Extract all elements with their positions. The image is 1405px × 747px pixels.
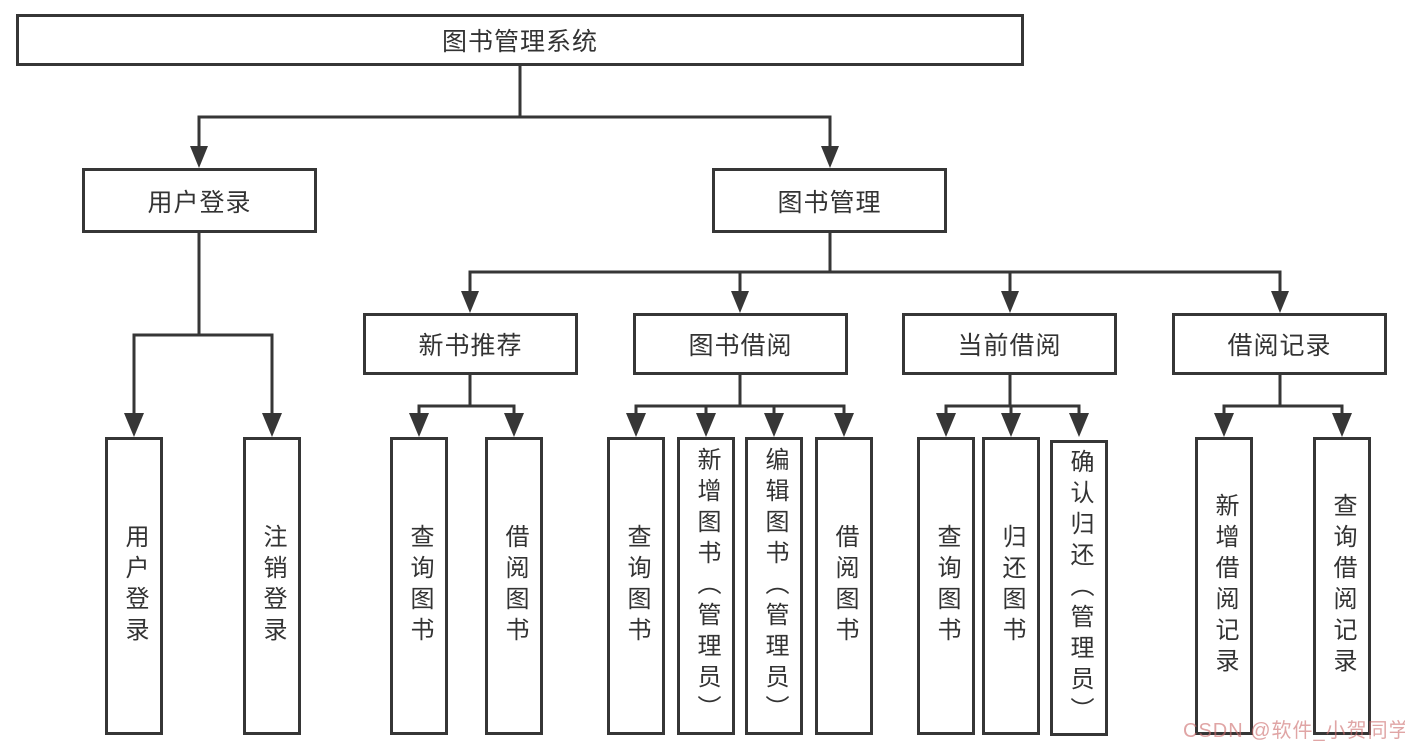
node-borrowing-records: 借阅记录 — [1172, 313, 1387, 375]
node-root-library-system: 图书管理系统 — [16, 14, 1024, 66]
leaf-current-query-books: 查询图书 — [917, 437, 975, 735]
leaf-borrowing-borrow-books: 借阅图书 — [815, 437, 873, 735]
arrowhead-icons — [124, 146, 1352, 437]
node-current-borrowing: 当前借阅 — [902, 313, 1117, 375]
leaf-current-confirm-return-admin: 确认归还（管理员） — [1050, 440, 1108, 736]
csdn-watermark: CSDN @软件_小贺同学 — [1183, 720, 1405, 742]
leaf-newbooks-query-books: 查询图书 — [390, 437, 448, 735]
leaf-newbooks-borrow-books: 借阅图书 — [485, 437, 543, 735]
leaf-records-add-record: 新增借阅记录 — [1195, 437, 1253, 735]
leaf-borrowing-query-books: 查询图书 — [607, 437, 665, 735]
node-book-borrowing: 图书借阅 — [633, 313, 848, 375]
node-book-management: 图书管理 — [712, 168, 947, 233]
leaf-current-return-books: 归还图书 — [982, 437, 1040, 735]
leaf-logout: 注销登录 — [243, 437, 301, 735]
leaf-records-query-record: 查询借阅记录 — [1313, 437, 1371, 735]
node-user-login: 用户登录 — [82, 168, 317, 233]
leaf-user-login: 用户登录 — [105, 437, 163, 735]
connector-segments — [132, 66, 1344, 433]
node-new-book-recommend: 新书推荐 — [363, 313, 578, 375]
leaf-borrowing-edit-books-admin: 编辑图书（管理员） — [745, 437, 803, 735]
leaf-borrowing-add-books-admin: 新增图书（管理员） — [677, 437, 735, 735]
